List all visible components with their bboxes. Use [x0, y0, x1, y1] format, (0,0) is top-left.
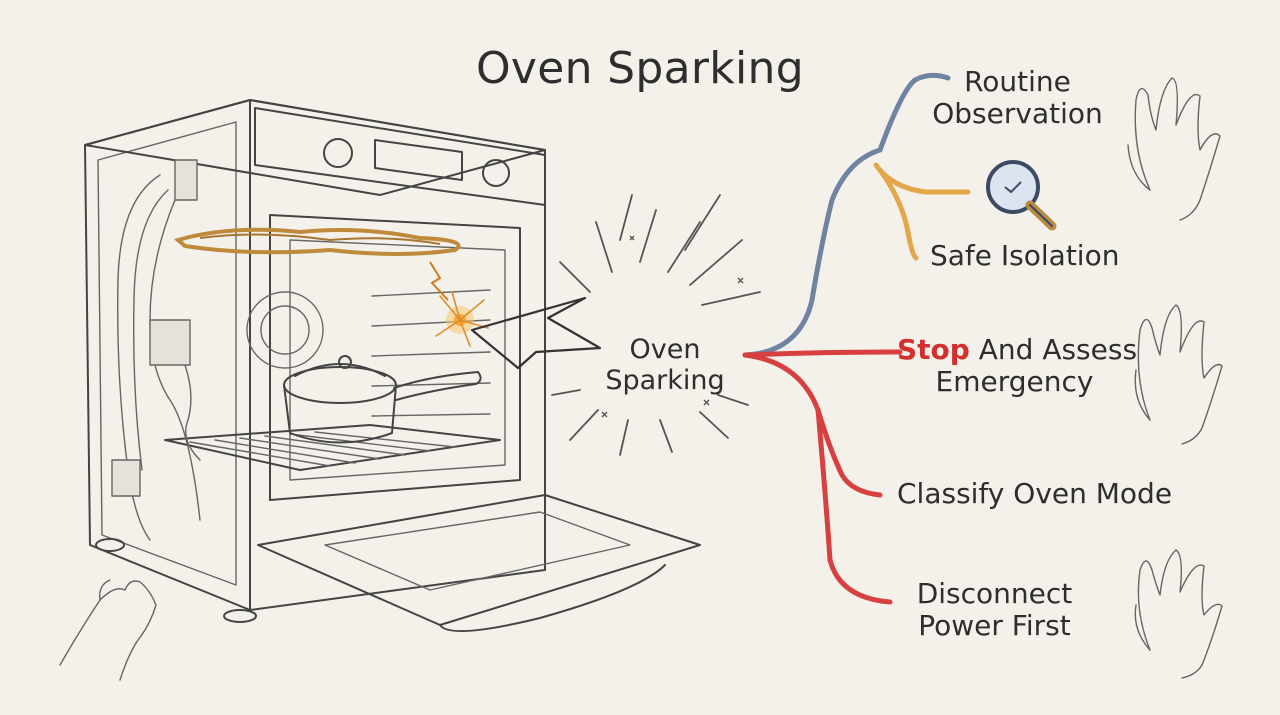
hand-icon: [1134, 304, 1223, 445]
burst-lines: [551, 194, 761, 456]
knob-right-icon: [482, 159, 510, 187]
branch-stop-and-assess: Stop And Assess Emergency: [897, 333, 1137, 399]
magnifier-icon: [986, 160, 1057, 231]
branch-label-line1: Routine: [964, 65, 1071, 98]
branch-connectors: [742, 72, 971, 605]
spark-burst-icon: [429, 261, 489, 347]
pot-icon: [283, 355, 482, 444]
stop-highlight: Stop: [897, 333, 970, 366]
branch-disconnect-power: Disconnect Power First: [912, 577, 1077, 643]
oven-rack: [164, 424, 501, 471]
branch-label-line1: Stop And Assess: [897, 333, 1137, 366]
hand-icon: [1134, 549, 1223, 679]
display-panel: [374, 139, 463, 181]
branch-label-line2: Power First: [918, 609, 1071, 643]
branch-safe-isolation: Safe Isolation: [930, 239, 1120, 272]
center-node: Oven Sparking: [600, 334, 730, 396]
branch-label-line1: Disconnect: [916, 577, 1073, 610]
hand-icon: [1127, 77, 1221, 221]
center-node-line1: Oven: [629, 334, 701, 365]
heating-element-icon: [173, 227, 461, 256]
wiring-icon: [111, 159, 201, 541]
lightning-bolt-icon: [470, 296, 602, 370]
branch-label-line2: Emergency: [935, 365, 1094, 399]
oven-door: [257, 494, 701, 626]
branch-classify-oven-mode: Classify Oven Mode: [897, 477, 1173, 510]
hand-icon: [59, 579, 157, 681]
oven-illustration: [84, 99, 701, 633]
branch-label-rest: And Assess: [969, 333, 1138, 366]
branch-routine-observation: Routine Observation: [930, 65, 1105, 131]
center-node-line2: Sparking: [605, 365, 725, 397]
knob-left-icon: [323, 138, 353, 168]
branch-label-line2: Observation: [932, 97, 1103, 131]
page-title: Oven Sparking: [476, 43, 804, 94]
